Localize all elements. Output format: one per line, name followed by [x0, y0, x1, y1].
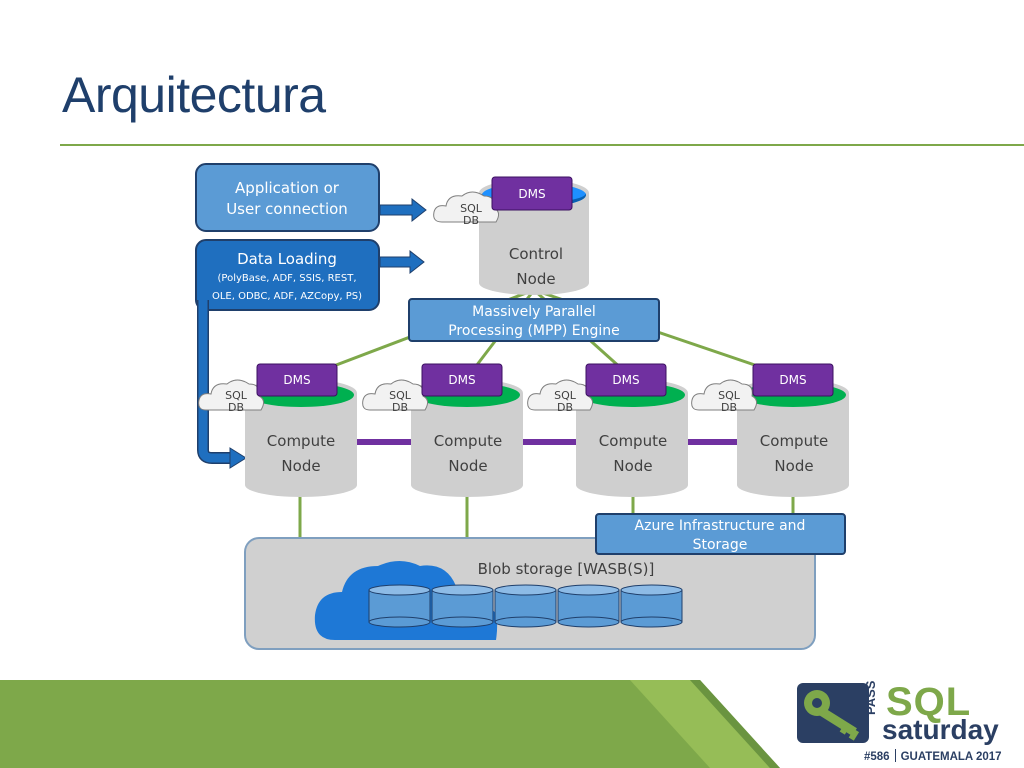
compute-node-3-line-2: Node	[613, 457, 652, 475]
control-node-line-1: Control	[509, 245, 563, 263]
blob-disk-4	[557, 584, 620, 628]
logo-saturday-text: saturday	[882, 714, 999, 745]
compute-3-sql-cloud: SQL DB	[527, 379, 594, 414]
app-connection-arrow	[379, 197, 427, 223]
blob-storage-disks	[368, 584, 683, 628]
compute-node-1-line-2: Node	[281, 457, 320, 475]
logo-sql-text: SQL	[886, 680, 972, 724]
azure-infra-line-2: Storage	[693, 537, 748, 553]
compute-2-dms-label: DMS	[448, 373, 475, 387]
logo-event-number: #586	[864, 751, 890, 763]
logo-event-tag: #586 GUATEMALA 2017	[864, 749, 1024, 763]
key-icon	[797, 683, 869, 743]
app-connection-line-1: Application or	[235, 179, 340, 197]
compute-3-dms-label: DMS	[612, 373, 639, 387]
blob-disk-2	[431, 584, 494, 628]
mpp-line-2: Processing (MPP) Engine	[448, 323, 620, 339]
compute-2-sql-cloud: SQL DB	[362, 379, 429, 414]
compute-node-1: Compute Node	[245, 379, 357, 497]
control-node-line-2: Node	[516, 270, 555, 288]
compute-node-4-line-1: Compute	[760, 432, 828, 450]
compute-node-2-line-1: Compute	[434, 432, 502, 450]
logo-separator	[894, 749, 896, 762]
azure-infra-box: Azure Infrastructure and Storage	[595, 513, 846, 555]
data-loading-box: Data Loading (PolyBase, ADF, SSIS, REST,…	[195, 239, 380, 311]
azure-infra-line-1: Azure Infrastructure and	[635, 518, 806, 534]
logo-pass-text: PASS	[863, 680, 878, 715]
app-connection-line-2: User connection	[226, 200, 348, 218]
compute-3-sql-label: SQL	[554, 389, 577, 402]
data-loading-arrow	[379, 249, 425, 275]
compute-4-sql-cloud: SQL DB	[691, 379, 758, 414]
blob-storage-label: Blob storage [WASB(S)]	[478, 560, 655, 578]
blob-disk-5	[620, 584, 683, 628]
control-dms-label: DMS	[518, 187, 545, 201]
control-dms-badge: DMS	[491, 176, 573, 211]
compute-node-2: Compute Node	[411, 379, 523, 497]
blob-disk-1	[368, 584, 431, 628]
compute-node-2-line-2: Node	[448, 457, 487, 475]
compute-4-sql-label: SQL	[718, 389, 741, 402]
compute-1-dms-badge: DMS	[256, 363, 338, 397]
compute-1-dms-label: DMS	[283, 373, 310, 387]
compute-4-dms-badge: DMS	[752, 363, 834, 397]
slide-title: Arquitectura	[62, 67, 326, 123]
compute-node-4-line-2: Node	[774, 457, 813, 475]
data-loading-detail-2: OLE, ODBC, ADF, AZCopy, PS)	[212, 291, 362, 302]
compute-2-dms-badge: DMS	[421, 363, 503, 397]
compute-2-db-label: DB	[392, 401, 408, 414]
logo-event-location: GUATEMALA 2017	[900, 751, 1002, 763]
compute-1-sql-cloud: SQL DB	[198, 379, 265, 414]
control-sql-label: SQL	[460, 202, 483, 215]
compute-node-3-line-1: Compute	[599, 432, 667, 450]
mpp-engine-box: Massively Parallel Processing (MPP) Engi…	[408, 298, 660, 342]
architecture-diagram: Application or User connection Data Load…	[195, 163, 849, 650]
compute-node-1-line-1: Compute	[267, 432, 335, 450]
mpp-line-1: Massively Parallel	[472, 304, 596, 320]
control-db-label: DB	[463, 214, 479, 227]
data-loading-title: Data Loading	[237, 250, 337, 268]
compute-3-dms-badge: DMS	[585, 363, 667, 397]
compute-node-3: Compute Node	[576, 379, 688, 497]
compute-1-sql-label: SQL	[225, 389, 248, 402]
sqlsaturday-logo: PASS SQL saturday #586 GUATEMALA 2017	[794, 681, 1024, 768]
footer-band	[0, 680, 780, 768]
compute-2-sql-label: SQL	[389, 389, 412, 402]
data-loading-detail-1: (PolyBase, ADF, SSIS, REST,	[218, 273, 357, 284]
app-connection-box: Application or User connection	[195, 163, 380, 232]
compute-3-db-label: DB	[557, 401, 573, 414]
compute-1-db-label: DB	[228, 401, 244, 414]
blob-disk-3	[494, 584, 557, 628]
control-sql-cloud: SQL DB	[433, 191, 500, 227]
compute-4-dms-label: DMS	[779, 373, 806, 387]
data-loading-elbow-arrow	[197, 300, 247, 469]
compute-4-db-label: DB	[721, 401, 737, 414]
title-divider	[60, 144, 1024, 146]
